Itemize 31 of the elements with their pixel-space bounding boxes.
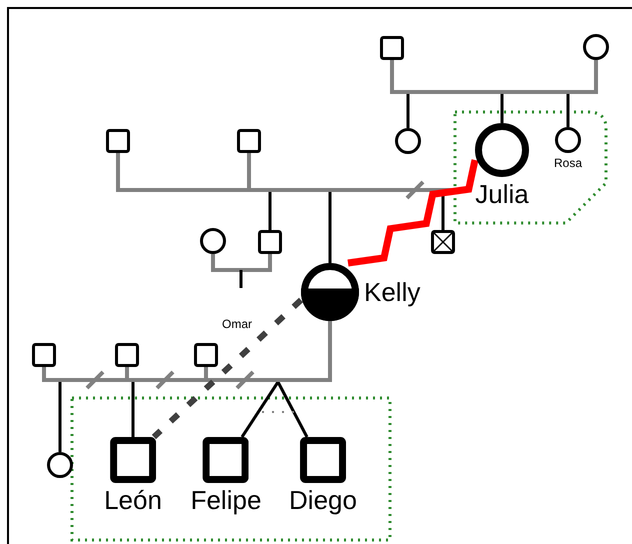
- name-label: Diego: [289, 487, 357, 513]
- name-label: Rosa: [554, 157, 582, 169]
- name-label: Felipe: [190, 487, 262, 513]
- crossed-square: [431, 230, 455, 254]
- child-line: [276, 381, 308, 438]
- marriage-line: [390, 60, 598, 94]
- child-line: [58, 380, 62, 452]
- name-label: León: [104, 487, 162, 513]
- female-circle: [395, 128, 421, 154]
- child-line: [240, 381, 280, 438]
- child-line: [268, 190, 272, 230]
- child-line: [500, 92, 504, 123]
- marriage-line: [211, 254, 272, 272]
- name-label: Omar: [222, 318, 252, 330]
- dashed-line: [152, 298, 304, 440]
- female-circle: [47, 452, 73, 478]
- male-square: [194, 343, 218, 367]
- male-square: [380, 36, 404, 60]
- male-square: [237, 129, 261, 153]
- child-line: [328, 190, 332, 263]
- male-square: [32, 343, 56, 367]
- male-square: [258, 230, 282, 254]
- child-line: [406, 92, 410, 128]
- male-square: [115, 343, 139, 367]
- child-line: [566, 92, 570, 127]
- child-line: [132, 380, 134, 437]
- male-square: [106, 129, 130, 153]
- name-label: Julia: [475, 181, 529, 207]
- female-circle: [583, 34, 609, 60]
- female-circle: [200, 228, 226, 254]
- name-label: Kelly: [364, 279, 420, 305]
